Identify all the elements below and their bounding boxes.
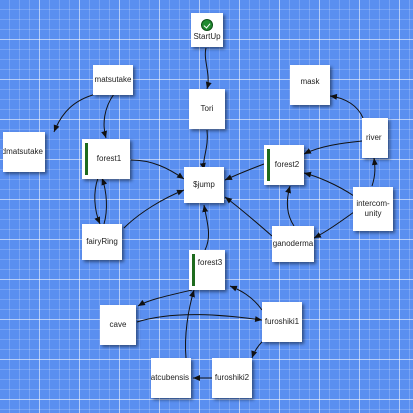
node-matsutake[interactable]: matsutake [93,65,133,95]
start-marker-bar [85,143,88,175]
node-label: mask [300,77,320,86]
node-label: eatcubensis [151,373,189,382]
node-tori[interactable]: Tori [189,89,225,129]
edge-forest3-cave [137,289,193,307]
node-fairyring[interactable]: fairyRing [82,224,122,260]
node-label: forest3 [197,258,223,267]
node-forest1[interactable]: forest1 [82,139,130,179]
edge-fairyring-forest1 [101,177,108,225]
node-river[interactable]: river [362,118,388,158]
edge-ganoderma-forest2 [285,185,295,227]
node-label: forest2 [274,160,300,169]
node-label: furoshiki1 [264,317,300,326]
edge-ganoderma-jump [224,196,273,237]
node-label: intercom- unity [356,199,390,218]
edge-forest1-jump [130,159,185,180]
edge-matsutake-ddmatsutake [53,93,97,133]
edge-forest1-fairyring [94,177,101,225]
node-eatcubensis[interactable]: eatcubensis [151,358,191,398]
node-cave[interactable]: cave [100,305,136,345]
node-forest3[interactable]: forest3 [189,250,225,290]
node-label: cave [109,320,127,329]
node-label: matsutake [94,75,132,84]
node-label: river [366,133,382,142]
node-label: ganoderma [272,239,314,248]
edge-furoshiki1-forest3 [229,285,263,311]
checkmark-icon [201,19,213,31]
node-label: fairyRing [86,237,118,246]
node-label: furoshiki2 [214,373,250,382]
edge-river-forest2 [303,140,363,155]
node-intercommunity[interactable]: intercom- unity [353,187,393,231]
node-label: Tori [200,104,214,113]
edge-intercommunity-river [371,157,378,187]
node-label: StartUp [193,32,221,41]
node-ganoderma[interactable]: ganoderma [272,226,314,262]
start-marker-bar [267,149,270,181]
node-furoshiki2[interactable]: furoshiki2 [212,358,252,398]
edge-forest3-jump [202,204,210,251]
node-mask[interactable]: mask [290,65,330,105]
edge-intercommunity-forest2 [303,171,355,197]
node-label: forest1 [96,154,122,163]
node-furoshiki1[interactable]: furoshiki1 [262,302,302,342]
edge-matsutake-forest1 [101,93,115,139]
node-jump[interactable]: $jump [184,167,224,203]
edge-intercommunity-ganoderma [313,211,355,239]
start-marker-bar [192,254,195,286]
node-label: $jump [193,180,215,189]
node-ddmatsutake[interactable]: ddmatsutake [3,132,45,172]
edge-eatcubensis-forest3 [185,289,195,359]
node-label: ddmatsutake [3,147,43,156]
edge-cave-furoshiki1 [136,314,263,323]
edge-tori-jump [199,129,208,171]
edge-fairyring-jump [123,189,185,229]
node-forest2[interactable]: forest2 [264,145,304,185]
edge-startup-tori [204,47,212,90]
node-startup[interactable]: StartUp [191,13,223,47]
edge-forest2-jump [224,163,265,181]
edge-river-mask [329,93,364,119]
